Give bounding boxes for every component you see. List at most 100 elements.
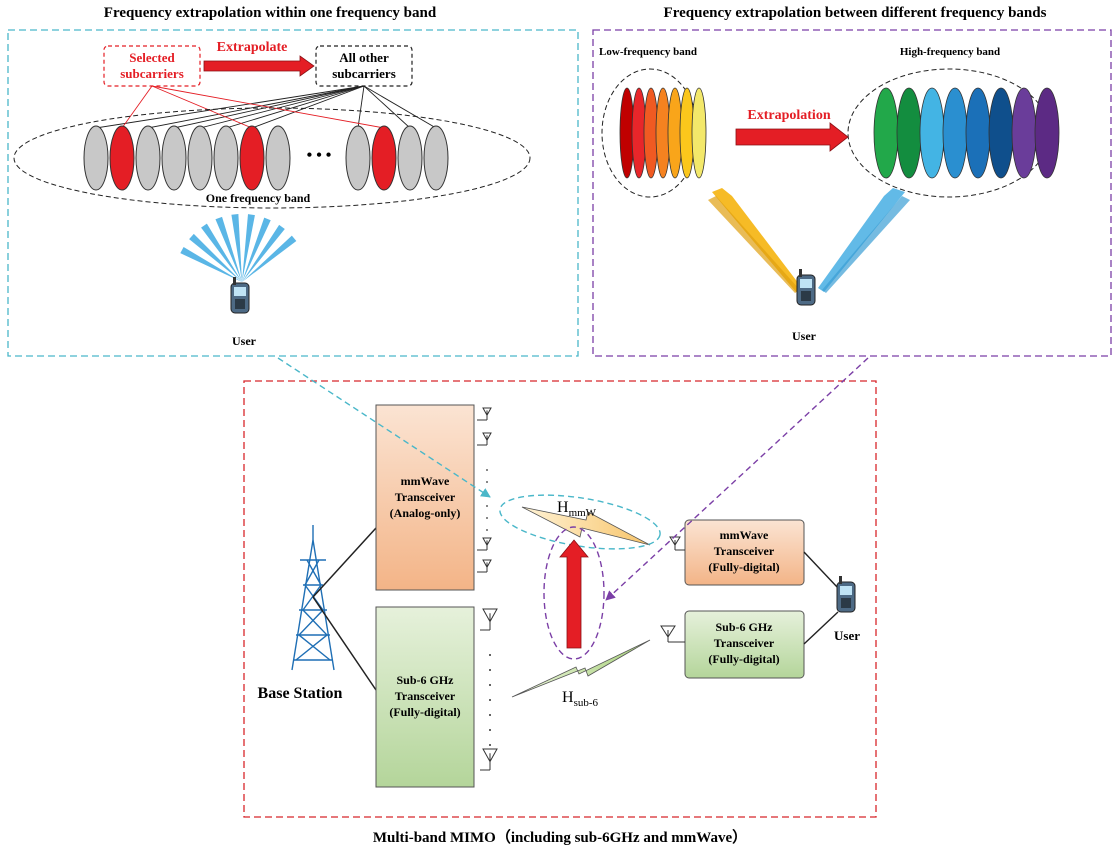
beam (189, 233, 242, 282)
antenna-icon (482, 432, 492, 442)
link-line (225, 85, 365, 129)
sub6-channel-bolt (511, 639, 651, 698)
antenna-icon (482, 748, 498, 763)
selected-label-line1: Selected (129, 50, 175, 65)
beam (242, 235, 297, 282)
base-station-tower-icon (291, 525, 335, 671)
high-band-carrier (1011, 87, 1037, 179)
high-band-carriers (873, 87, 1060, 179)
phone-icon (796, 269, 816, 306)
ellipsis-dots: • • • (307, 147, 332, 164)
extrapolation-arrow (735, 122, 849, 152)
panel-within-title: Frequency extrapolation within one frequ… (104, 5, 437, 21)
ue-mmwave-line1: mmWave (720, 528, 769, 542)
beam (242, 214, 255, 282)
cyan-connector-arrow (277, 357, 491, 498)
bs-sub6-line3: (Fully-digital) (389, 705, 460, 719)
link-line (151, 85, 253, 129)
mmw-channel-bolt (521, 506, 651, 546)
antenna-icon (482, 608, 498, 623)
high-band-carrier (896, 87, 922, 179)
link-line (357, 85, 365, 129)
panel-within-band: Frequency extrapolation within one frequ… (7, 5, 579, 357)
low-band-label: Low-frequency band (599, 46, 697, 58)
high-band-carrier (965, 87, 991, 179)
panel-multiband-border (243, 380, 877, 818)
ue-mmwave-line2: Transceiver (714, 544, 775, 558)
bs-mmwave-line1: mmWave (401, 474, 450, 488)
low-band-carriers (619, 87, 707, 179)
beam (201, 223, 242, 282)
sub6-to-mmw-arrow (559, 539, 589, 649)
selected-subcarrier (109, 125, 135, 191)
others-label-line2: subcarriers (332, 66, 396, 81)
sub6-channel-label: Hsub-6 (562, 689, 599, 709)
band-ellipse (13, 107, 531, 209)
beam (242, 217, 271, 282)
subcarrier (161, 125, 187, 191)
link-line (121, 85, 153, 129)
multiband-user-label: User (834, 628, 860, 643)
subcarrier (83, 125, 109, 191)
ue-sub6-antenna-icon (660, 625, 685, 643)
bs-mmwave-transceiver (375, 404, 475, 591)
bs-sub6-transceiver (375, 606, 475, 788)
low-band-carrier (691, 87, 707, 179)
bs-mmwave-line3: (Analog-only) (390, 506, 461, 520)
ue-sub6-line3: (Fully-digital) (708, 652, 779, 666)
phone-icon (230, 277, 250, 314)
bs-mmwave-line2: Transceiver (395, 490, 456, 504)
subcarrier-link-lines (95, 85, 437, 129)
link-line (199, 85, 365, 129)
beam (215, 216, 242, 282)
link-line (147, 85, 365, 129)
high-band-carrier (873, 87, 899, 179)
bs-sub6-line1: Sub-6 GHz (396, 673, 454, 687)
panel-between-title: Frequency extrapolation between differen… (664, 5, 1047, 21)
high-band-carrier (988, 87, 1014, 179)
other-subcarriers-box (315, 45, 413, 87)
link-line (95, 85, 365, 129)
selected-subcarriers-box (103, 45, 201, 87)
multiband-caption: Multi-band MIMO（including sub-6GHz and m… (373, 828, 747, 846)
low-band-beam (712, 188, 802, 292)
ue-mmwave-line3: (Fully-digital) (708, 560, 779, 574)
link-line (363, 85, 437, 129)
subcarrier (187, 125, 213, 191)
bs-mmwave-antennas (477, 407, 492, 573)
link-line (251, 85, 365, 129)
high-band-carrier (942, 87, 968, 179)
high-band-label: High-frequency band (900, 46, 1000, 58)
high-band-carrier (1034, 87, 1060, 179)
link-line (363, 85, 411, 129)
user-beams (180, 214, 297, 282)
others-label-line1: All other (339, 50, 389, 65)
subcarrier (345, 125, 371, 191)
mmw-channel-label: HmmW (557, 499, 597, 519)
link-line (151, 85, 385, 129)
panel-between-border (592, 29, 1112, 357)
beam (180, 246, 242, 282)
extrapolate-arrow (203, 55, 315, 77)
selected-subcarrier (239, 125, 265, 191)
antenna-icon (482, 537, 492, 547)
high-band-beam (818, 188, 905, 292)
selected-label-line2: subcarriers (120, 66, 184, 81)
bs-sub6-line2: Transceiver (395, 689, 456, 703)
extrapolation-label: Extrapolation (747, 108, 830, 123)
antenna-icon (482, 407, 492, 417)
extrapolate-label: Extrapolate (217, 40, 288, 55)
beam (242, 224, 285, 282)
panel-within-border (7, 29, 579, 357)
ue-sub6-transceiver (684, 610, 805, 679)
beam (231, 214, 242, 282)
band-label: One frequency band (206, 191, 311, 205)
high-band-carrier (919, 87, 945, 179)
panel-between-bands: Frequency extrapolation between differen… (592, 5, 1112, 357)
phone-icon (836, 576, 856, 613)
mmw-channel-highlight (499, 494, 661, 550)
ue-sub6-line1: Sub-6 GHz (715, 620, 773, 634)
bs-sub6-antennas (480, 608, 498, 771)
